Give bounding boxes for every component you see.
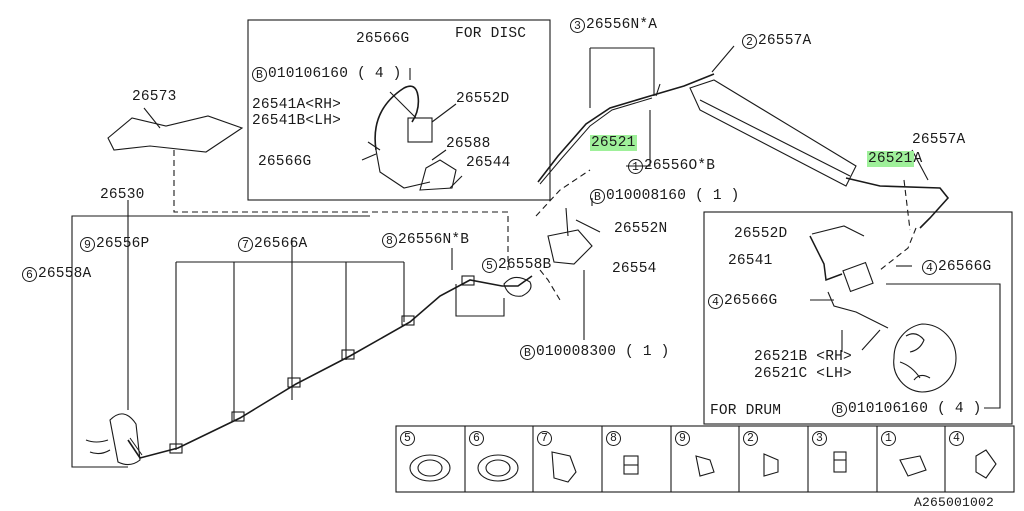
callout-5-icon: 5: [482, 258, 497, 273]
legend-dividers: [464, 426, 946, 492]
legend-cell-label: 3: [812, 431, 827, 446]
label-26521A: 26521A: [867, 151, 923, 167]
label-26554: 26554: [612, 261, 657, 277]
legend-cell-label: 9: [675, 431, 690, 446]
callout-6-icon: 6: [22, 267, 37, 282]
drum-brake-hose: [809, 235, 843, 282]
legend-cell-label: 2: [743, 431, 758, 446]
pipe-clips: [169, 275, 475, 454]
26552N-bracket: [547, 229, 593, 265]
drum-box-frame: [703, 211, 1013, 425]
callout-4-icon: 4: [708, 294, 723, 309]
callout-8-icon: 8: [382, 233, 397, 248]
label-26544: 26544: [466, 155, 511, 171]
disc-box-frame: [247, 19, 551, 201]
callout-3-icon: 3: [570, 18, 585, 33]
label-26521C: 26521C <LH>: [754, 366, 852, 382]
label-26573: 26573: [132, 89, 177, 105]
label-26566G-left: 26566G: [258, 154, 312, 170]
label-26530: 26530: [100, 187, 145, 203]
26558B-bracket: [503, 276, 532, 297]
label-26552D-drum: 26552D: [734, 226, 788, 242]
callout-7-icon: 7: [238, 237, 253, 252]
label-26552N: 26552N: [614, 221, 668, 237]
bolt-callout-icon: B: [832, 402, 847, 417]
callout-4-icon: 4: [922, 260, 937, 275]
legend-cell-label: 7: [537, 431, 552, 446]
callout-1-icon: 1: [628, 159, 643, 174]
rear-brake-pipe: [127, 275, 533, 459]
26521A-pipe: [845, 177, 950, 229]
rear-line-frame: [71, 215, 370, 468]
callout-2-icon: 2: [742, 34, 757, 49]
legend-cell-label: 6: [469, 431, 484, 446]
bolt-callout-icon: B: [252, 67, 267, 82]
callout-9-icon: 9: [80, 237, 95, 252]
legend-icons: [409, 449, 997, 483]
label-26541: 26541: [728, 253, 773, 269]
label-26541B: 26541B<LH>: [252, 113, 342, 129]
dashed-group-lines: [173, 150, 917, 301]
26556P-clip: [109, 413, 141, 466]
bolt-callout-icon: B: [520, 345, 535, 360]
26556O-protector: [689, 79, 857, 187]
legend-cell-label: 1: [881, 431, 896, 446]
drum-backing-plate: [893, 323, 957, 393]
figure-id: A265001002: [914, 495, 995, 510]
label-26521B: 26521B <RH>: [754, 349, 852, 365]
legend-cell-label: 8: [606, 431, 621, 446]
front-brake-pipe-26521: [537, 73, 715, 183]
label-26557A-right: 26557A: [912, 132, 966, 148]
label-26588: 26588: [446, 136, 491, 152]
label-26566G-top: 26566G: [356, 31, 410, 47]
label-26521: 26521: [590, 135, 637, 151]
legend-table-frame: [395, 425, 1015, 493]
disc-box-title: FOR DISC: [455, 26, 527, 42]
26573-insulator-shape: [107, 115, 244, 153]
disc-brake-hose: [374, 85, 420, 151]
legend-cell-label: 4: [949, 431, 964, 446]
legend-cell-label: 5: [400, 431, 415, 446]
label-26552D-disc: 26552D: [456, 91, 510, 107]
bolt-callout-icon: B: [590, 189, 605, 204]
drum-box-title: FOR DRUM: [710, 403, 782, 419]
label-26541A: 26541A<RH>: [252, 97, 342, 113]
